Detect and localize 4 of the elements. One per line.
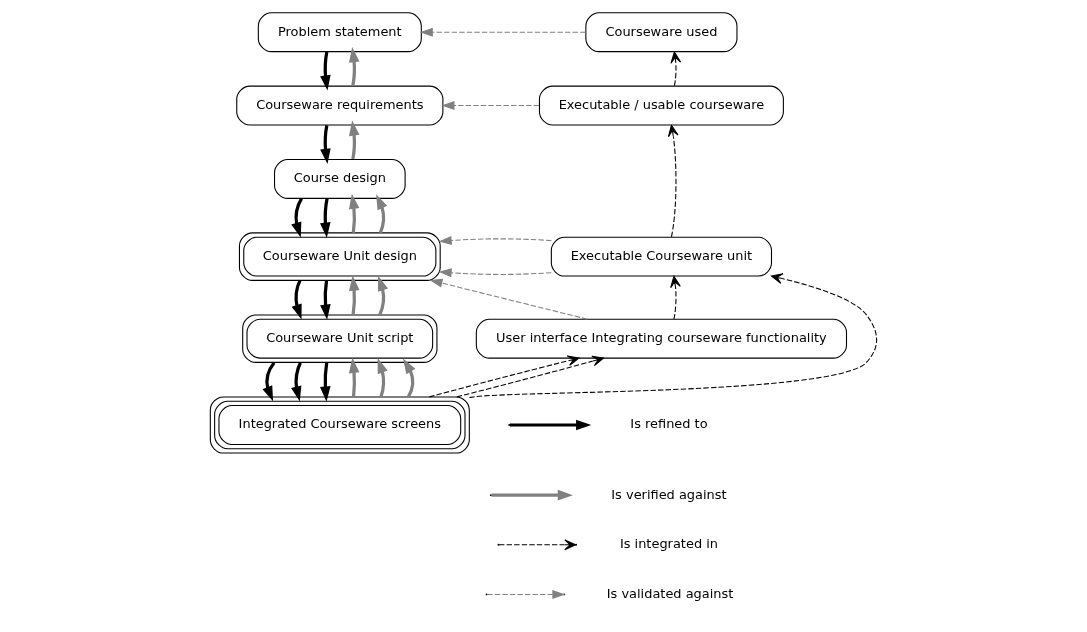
- legend-label: Is validated against: [606, 585, 734, 601]
- legend-label: Is integrated in: [619, 536, 719, 552]
- legend-label: Is refined to: [630, 416, 708, 432]
- legend-label: Is verified against: [611, 486, 727, 502]
